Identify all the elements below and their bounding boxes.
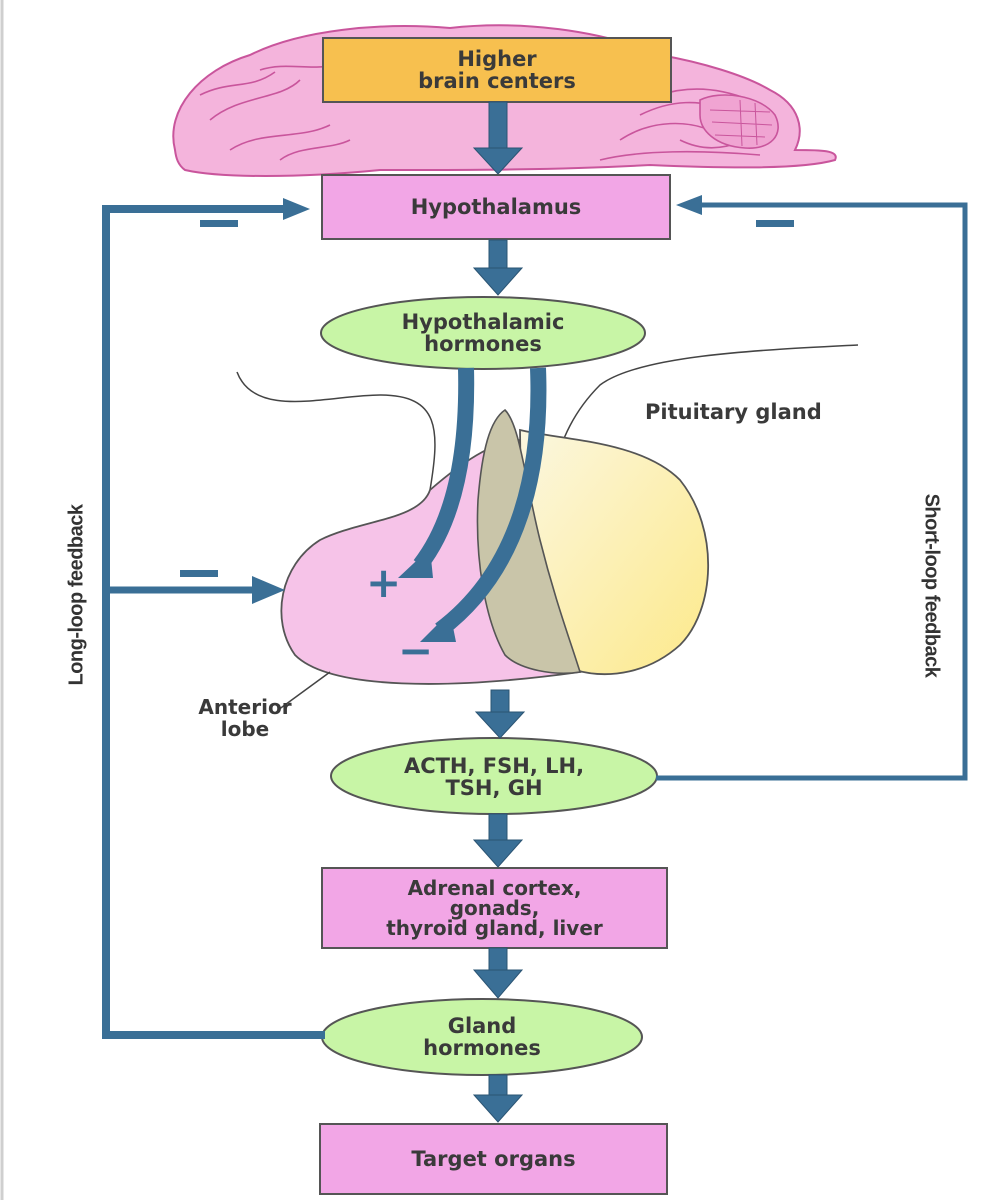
intermediate-lobe (476, 408, 582, 675)
pituitary-gland-label: Pituitary gland (645, 400, 822, 424)
glands-box (321, 867, 668, 949)
glands-label: Adrenal cortex, gonads, thyroid gland, l… (386, 876, 603, 940)
plus-sign-label: + (366, 558, 402, 607)
anterior-lobe-label: Anterior lobe (198, 695, 292, 741)
target-organs-box (319, 1123, 668, 1195)
gland-hormones-label: Gland hormones (423, 1013, 541, 1060)
main-flow-arrows (472, 101, 526, 1123)
long-loop-feedback-label: Long-loop feedback (65, 504, 88, 686)
long-loop-feedback-path (102, 198, 325, 1039)
hypothalamic-hormones-label: Hypothalamic hormones (401, 309, 565, 356)
minus-sign-short-loop (756, 220, 794, 227)
higher-brain-centers-box (322, 37, 672, 103)
hormone-flow-arrowheads (398, 548, 456, 642)
short-loop-feedback-label: Short-loop feedback (920, 493, 943, 678)
minus-sign-long-loop (200, 220, 238, 227)
target-organs-label: Target organs (411, 1146, 576, 1171)
feedback-signs (180, 220, 794, 577)
short-loop-feedback-path (656, 195, 968, 781)
hypothalamic-hormones-ellipse (320, 296, 646, 370)
minus-sign-anterior (180, 570, 218, 577)
hypothalamus-box (321, 174, 671, 240)
higher-brain-centers-label: Higher brain centers (418, 46, 576, 93)
hypothalamus-label: Hypothalamus (410, 194, 582, 219)
pituitary-hormones-label: ACTH, FSH, LH, TSH, GH (403, 753, 585, 800)
minus-sign-label: − (398, 626, 434, 675)
hormone-flow-arrows (413, 367, 547, 637)
